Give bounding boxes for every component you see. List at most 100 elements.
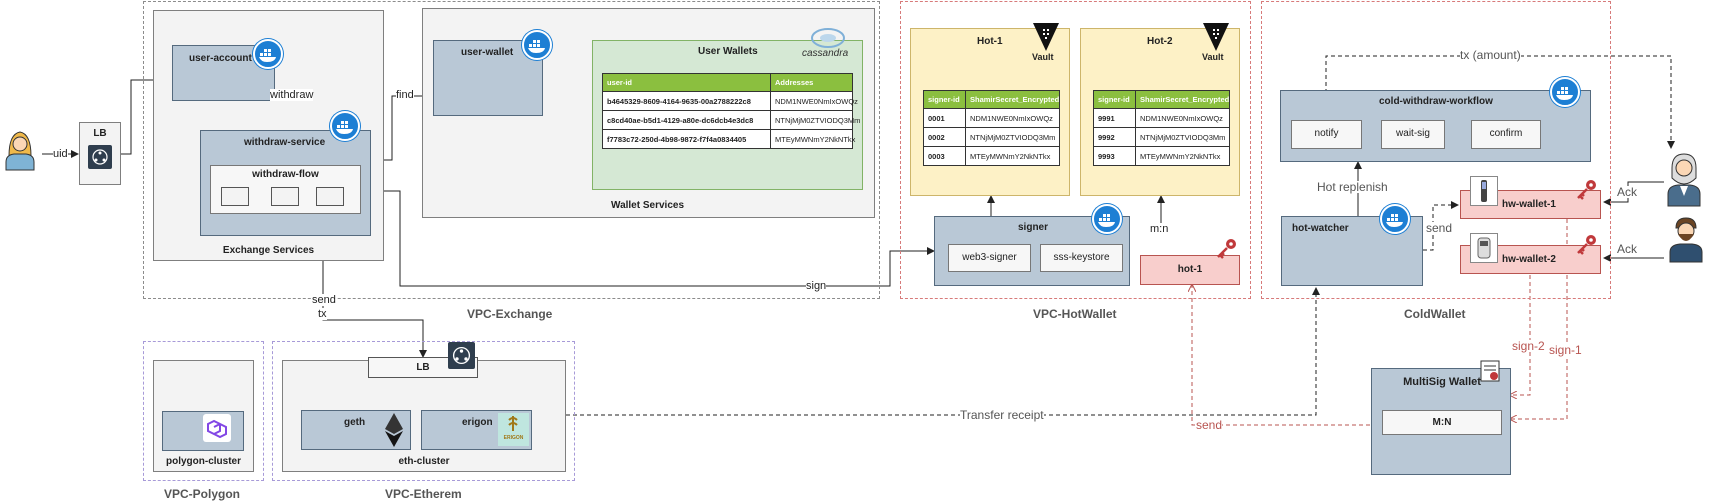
tx-amount-label: tx (amount) [1460, 48, 1521, 62]
table-row: b4645329-8609-4164-9635-00a2788222c8 NDM… [602, 91, 858, 111]
wait-sig-step[interactable]: wait-sig [1381, 120, 1445, 149]
address-cell: NTNjMjM0ZTVIODQ3Mm [770, 110, 860, 130]
docker-icon [1380, 204, 1410, 234]
user-id-cell: b4645329-8609-4164-9635-00a2788222c8 [602, 91, 771, 111]
signer-label: signer [1018, 222, 1049, 233]
sign-edge-label: sign [806, 280, 827, 292]
edge-multisig-send [1192, 285, 1370, 426]
hot-replenish-label: Hot replenish [1317, 180, 1388, 194]
edge-sign-2 [1510, 275, 1531, 395]
hot-1-header-0: signer-id [923, 90, 966, 109]
web3-signer-box[interactable]: web3-signer [948, 244, 1031, 272]
hot-2-header-0: signer-id [1093, 90, 1136, 109]
user-avatar [3, 126, 37, 171]
notify-label: notify [1314, 128, 1339, 139]
sss-keystore-label: sss-keystore [1053, 252, 1110, 263]
confirm-step[interactable]: confirm [1471, 120, 1541, 149]
confirm-label: confirm [1489, 128, 1523, 139]
withdraw-flow-label: withdraw-flow [252, 169, 319, 180]
user-account-label: user-account [189, 53, 252, 64]
hot-2-header-1: ShamirSecret_Encrypted [1135, 90, 1230, 109]
user-id-cell: c8cd40ae-b5d1-4129-a80e-dc6dcb4e3dc8 [602, 110, 771, 130]
mn-edge-label: m:n [1150, 223, 1169, 235]
user-wallets-header-1: Addresses [770, 73, 853, 92]
ethereum-logo-icon [383, 412, 405, 448]
geth-label: geth [344, 417, 366, 428]
notify-step[interactable]: notify [1291, 120, 1362, 149]
transfer-receipt-label: Transfer receipt [960, 408, 1044, 422]
user-id-cell: f7783c72-250d-4b98-9872-f7f4a0834405 [602, 129, 771, 149]
vpc-polygon [143, 341, 264, 481]
exchange-services-label: Exchange Services [222, 245, 315, 256]
withdraw-flow[interactable]: withdraw-flow [210, 165, 361, 214]
address-cell: NDM1NWE0NmIxOWQz [770, 91, 858, 111]
erigon-logo-icon: ERIGON [498, 413, 529, 446]
flow-step-1 [221, 187, 249, 206]
vpc-polygon-label: VPC-Polygon [164, 487, 241, 501]
table-row: f7783c72-250d-4b98-9872-f7f4a0834405 MTE… [602, 129, 855, 149]
docker-icon [253, 39, 283, 69]
erigon-logo-text: ERIGON [503, 435, 524, 441]
vault-logo-icon: Vault [1032, 22, 1060, 64]
multisig-send-label: send [1196, 418, 1223, 432]
withdraw-service[interactable]: withdraw-service withdraw-flow [200, 130, 371, 236]
table-row: c8cd40ae-b5d1-4129-a80e-dc6dcb4e3dc8 NTN… [602, 110, 860, 130]
hot-1-key-label: hot-1 [1177, 264, 1203, 275]
signer-id-cell: 9991 [1093, 108, 1136, 128]
vpc-exchange-label: VPC-Exchange [467, 307, 553, 321]
vpc-hotwallet [900, 1, 1251, 299]
ack-1-label: Ack [1617, 185, 1638, 199]
edge-lb-user-account [121, 76, 171, 155]
edge-sign [361, 190, 935, 287]
flow-step-2 [271, 187, 299, 206]
user-wallets-header-0: user-id [602, 73, 771, 92]
hot-1-key-box[interactable]: hot-1 [1140, 255, 1240, 285]
docker-icon [522, 30, 552, 60]
signer-id-cell: 0003 [923, 146, 966, 166]
polygon-logo-icon [203, 414, 231, 442]
vault-label: Vault [1032, 52, 1054, 62]
eth-lb-label: LB [416, 362, 430, 373]
vault-logo-icon: Vault [1202, 22, 1230, 64]
multisig-wallet[interactable]: MultiSig Wallet M:N [1371, 368, 1511, 475]
vpc-exchange [143, 1, 880, 299]
signer-id-cell: 0001 [923, 108, 966, 128]
hot-1-title: Hot-1 [977, 36, 1003, 47]
key-icon [1575, 233, 1599, 257]
send-edge-label: send [312, 294, 336, 306]
key-icon [1215, 237, 1239, 261]
wallet-services-label: Wallet Services [611, 200, 685, 211]
multisig-mn-label: M:N [1432, 417, 1452, 428]
withdraw-edge-label: withdraw [270, 89, 314, 101]
key-icon [1575, 178, 1599, 202]
user-wallet-label: user-wallet [461, 47, 514, 58]
edge-tx-amount [1325, 55, 1675, 149]
user-wallets-table: user-id Addresses b4645329-8609-4164-963… [602, 73, 860, 149]
signer-person-2-avatar [1666, 214, 1706, 263]
hw-wallet-2-label: hw-wallet-2 [1502, 254, 1556, 265]
user-wallets-title: User Wallets [698, 46, 758, 57]
erigon-label: erigon [462, 417, 493, 428]
sss-keystore-box[interactable]: sss-keystore [1040, 244, 1123, 272]
docker-icon [330, 111, 360, 141]
hardware-wallet-icon [1470, 233, 1498, 263]
signer-id-cell: 9993 [1093, 146, 1136, 166]
edge-send-tx [322, 236, 427, 358]
send-hw-label: send [1426, 221, 1453, 235]
vpc-ethereum-label: VPC-Etherem [385, 487, 462, 501]
certificate-icon [1480, 360, 1502, 384]
withdraw-service-label: withdraw-service [244, 137, 326, 148]
cold-withdraw-workflow[interactable]: cold-withdraw-workflow notify wait-sig c… [1280, 90, 1591, 162]
signer-id-cell: 9992 [1093, 127, 1136, 147]
load-balancer: LB [79, 122, 121, 185]
secret-cell: MTEyMWNmY2NkNTkx [1135, 146, 1230, 166]
hot-1-header-1: ShamirSecret_Encrypted [965, 90, 1060, 109]
secret-cell: NDM1NWE0NmIxOWQz [965, 108, 1060, 128]
